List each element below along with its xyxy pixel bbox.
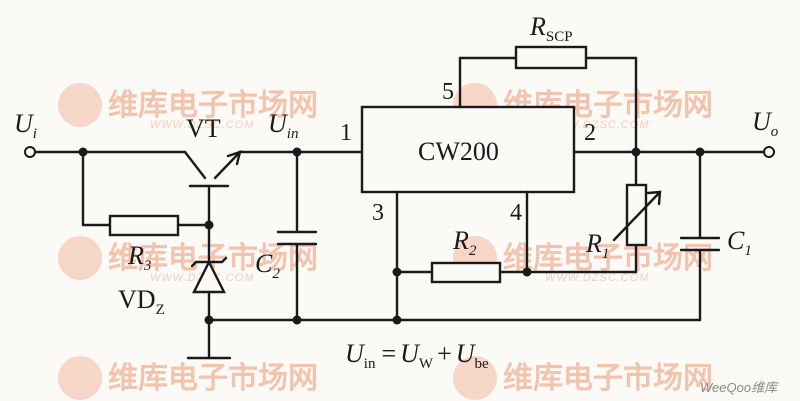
label-uin: Uin <box>268 109 298 142</box>
r1-arrowhead <box>646 190 662 206</box>
watermark-logo <box>453 356 497 400</box>
watermark-text: 维库电子市场网 <box>108 88 318 122</box>
resistor-rscp <box>514 45 588 70</box>
watermark-logo <box>58 83 102 127</box>
watermark-group: 维库电子市场网 WWW.DZSC.COM 维库电子市场网 WWW.DZSC.CO… <box>58 83 713 400</box>
zener-diode-vdz <box>190 223 228 322</box>
label-r1: R1 <box>585 229 609 262</box>
input-terminal <box>24 146 36 158</box>
junction-node <box>522 267 532 277</box>
label-vdz: VDZ <box>118 285 165 318</box>
resistor-r3 <box>108 214 180 237</box>
watermark-text: 维库电子市场网 <box>503 361 713 395</box>
label-pin2: 2 <box>584 120 596 146</box>
watermark-logo <box>58 356 102 400</box>
label-pin3: 3 <box>372 200 384 226</box>
label-pin4: 4 <box>510 200 522 226</box>
watermark-url: WWW.DZSC.COM <box>150 119 254 131</box>
label-ui: Ui <box>14 109 37 142</box>
label-c1: C1 <box>727 226 752 259</box>
ic-cw200 <box>360 105 576 194</box>
equation: Uin=UW+Ube <box>345 339 489 372</box>
watermark-text: 维库电子市场网 <box>108 361 318 395</box>
brand-watermark: WeeQoo维库 <box>700 380 779 395</box>
label-vt: VT <box>186 114 221 143</box>
label-rscp: RSCP <box>529 12 573 45</box>
label-pin5: 5 <box>442 79 454 105</box>
label-ic: CW200 <box>418 137 499 166</box>
output-terminal <box>763 146 775 158</box>
watermark-logo <box>58 236 102 280</box>
label-r3: R3 <box>127 241 151 274</box>
label-r2: R2 <box>452 226 477 259</box>
label-pin1: 1 <box>340 120 352 146</box>
label-uo: Uo <box>752 107 779 140</box>
watermark-url: WWW.DZSC.COM <box>545 272 649 284</box>
label-c2: C2 <box>255 249 280 282</box>
resistor-r2 <box>430 261 502 284</box>
r1-adjust-arrow <box>612 190 662 242</box>
watermark-text: 维库电子市场网 <box>503 241 713 275</box>
transistor-vt <box>183 150 242 227</box>
